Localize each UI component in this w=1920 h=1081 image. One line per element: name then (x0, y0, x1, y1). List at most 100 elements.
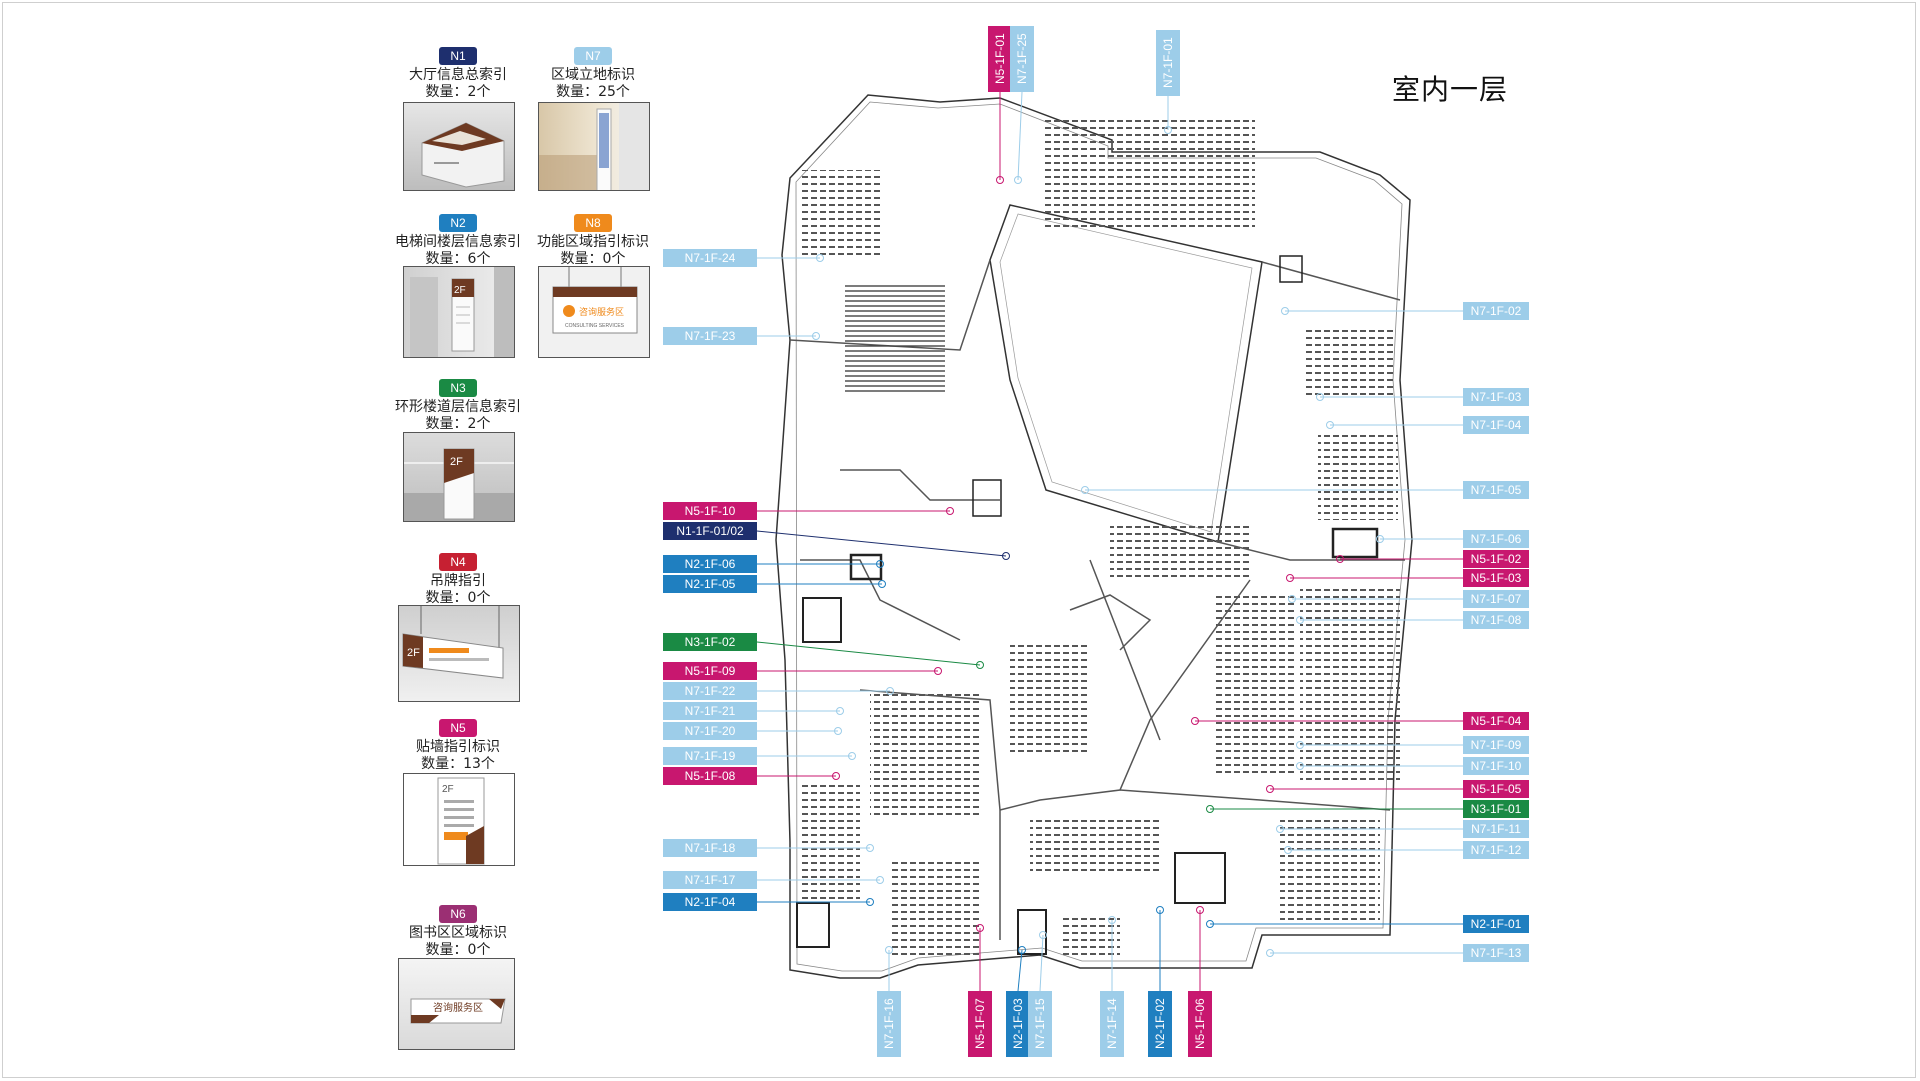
sign-tag-n7-1f-10[interactable]: N7-1F-10 (1463, 757, 1529, 775)
stair-w1 (849, 553, 883, 581)
sign-tag-n7-1f-15[interactable]: N7-1F-15 (1028, 991, 1052, 1057)
legend-qty-n6: 数量：0个 (425, 942, 491, 958)
legend-item-n7: N7 区域立地标识 数量：25个 (523, 45, 663, 100)
sign-location-marker (1288, 595, 1296, 603)
sign-tag-n2-1f-03[interactable]: N2-1F-03 (1006, 991, 1030, 1057)
sign-tag-n5-1f-06[interactable]: N5-1F-06 (1188, 991, 1212, 1057)
sign-location-marker (816, 254, 824, 262)
legend-item-n2: N2 电梯间楼层信息索引 数量：6个 (388, 212, 528, 267)
west-reading (870, 690, 980, 820)
sign-tag-n7-1f-08[interactable]: N7-1F-08 (1463, 611, 1529, 629)
sign-tag-n7-1f-21[interactable]: N7-1F-21 (663, 702, 757, 720)
thumb-n5-drawing: 2F (437, 777, 485, 865)
sign-location-marker (1281, 307, 1289, 315)
sign-tag-n7-1f-19[interactable]: N7-1F-19 (663, 747, 757, 765)
sign-tag-n7-1f-03[interactable]: N7-1F-03 (1463, 388, 1529, 406)
sign-location-marker (1296, 762, 1304, 770)
wall-south-2 (1119, 789, 1391, 811)
sign-tag-n7-1f-05[interactable]: N7-1F-05 (1463, 481, 1529, 499)
sign-tag-n7-1f-06[interactable]: N7-1F-06 (1463, 530, 1529, 548)
sign-tag-n5-1f-01[interactable]: N5-1F-01 (988, 26, 1012, 92)
sign-location-marker (1018, 946, 1026, 954)
sign-tag-n7-1f-09[interactable]: N7-1F-09 (1463, 736, 1529, 754)
legend-name-n8: 功能区域指引标识 (537, 234, 649, 250)
sign-tag-n5-1f-08[interactable]: N5-1F-08 (663, 767, 757, 785)
sign-tag-n2-1f-06[interactable]: N2-1F-06 (663, 555, 757, 573)
sign-tag-n7-1f-12[interactable]: N7-1F-12 (1463, 841, 1529, 859)
nw-rooms (800, 170, 880, 260)
sign-location-marker (878, 580, 886, 588)
sign-tag-n7-1f-22[interactable]: N7-1F-22 (663, 682, 757, 700)
sign-location-marker (1156, 906, 1164, 914)
sign-location-marker (1296, 616, 1304, 624)
sign-tag-n7-1f-24[interactable]: N7-1F-24 (663, 249, 757, 267)
sign-tag-n7-1f-25[interactable]: N7-1F-25 (1010, 26, 1034, 92)
legend-badge-n8: N8 (574, 214, 612, 232)
sign-tag-n5-1f-04[interactable]: N5-1F-04 (1463, 712, 1529, 730)
sign-tag-n5-1f-07[interactable]: N5-1F-07 (968, 991, 992, 1057)
sign-location-marker (1108, 916, 1116, 924)
thumb-n3-floor-label: 2F (450, 456, 463, 468)
sign-tag-n3-1f-01[interactable]: N3-1F-01 (1463, 800, 1529, 818)
sign-tag-n7-1f-16[interactable]: N7-1F-16 (877, 991, 901, 1057)
sign-location-marker (976, 924, 984, 932)
legend-item-n3: N3 环形楼道层信息索引 数量：2个 (388, 377, 528, 432)
thumb-n5-floor-label: 2F (442, 784, 454, 795)
sign-tag-n2-1f-02[interactable]: N2-1F-02 (1148, 991, 1172, 1057)
thumb-n1-lobby-index (403, 102, 515, 191)
legend-name-n2: 电梯间楼层信息索引 (395, 234, 521, 250)
sign-tag-n5-1f-09[interactable]: N5-1F-09 (663, 662, 757, 680)
sw-reading (890, 860, 980, 955)
legend-item-n6: N6 图书区区域标识 数量：0个 (388, 903, 528, 958)
sign-location-marker (1206, 920, 1214, 928)
sign-tag-n5-1f-03[interactable]: N5-1F-03 (1463, 569, 1529, 587)
legend-name-n5: 贴墙指引标识 (416, 739, 500, 755)
sign-tag-n2-1f-04[interactable]: N2-1F-04 (663, 893, 757, 911)
east-desks (1318, 430, 1398, 520)
sign-tag-n7-1f-14[interactable]: N7-1F-14 (1100, 991, 1124, 1057)
sign-location-marker (1316, 393, 1324, 401)
sign-tag-n7-1f-20[interactable]: N7-1F-20 (663, 722, 757, 740)
sign-location-marker (1326, 421, 1334, 429)
sign-location-marker (976, 661, 984, 669)
sign-tag-n7-1f-13[interactable]: N7-1F-13 (1463, 944, 1529, 962)
legend-badge-n5: N5 (439, 719, 477, 737)
sign-tag-n7-1f-18[interactable]: N7-1F-18 (663, 839, 757, 857)
legend-name-n3: 环形楼道层信息索引 (395, 399, 521, 415)
west-rooms (800, 780, 860, 900)
thumb-n4-hanging-sign: 2F (398, 605, 520, 702)
sign-tag-n5-1f-05[interactable]: N5-1F-05 (1463, 780, 1529, 798)
sign-location-marker (934, 667, 942, 675)
mid-stacks (1215, 595, 1295, 775)
ne-desks (1305, 325, 1395, 395)
sign-tag-n7-1f-01[interactable]: N7-1F-01 (1156, 30, 1180, 96)
sign-tag-n7-1f-11[interactable]: N7-1F-11 (1463, 820, 1529, 838)
leader-line (1039, 934, 1044, 992)
sign-location-marker (812, 332, 820, 340)
sign-tag-n1-1f-01-02[interactable]: N1-1F-01/02 (663, 522, 757, 540)
legend-name-n7: 区域立地标识 (551, 67, 635, 83)
sign-location-marker (876, 560, 884, 568)
sign-tag-n7-1f-02[interactable]: N7-1F-02 (1463, 302, 1529, 320)
thumb-n8-function-sign: 咨询服务区 CONSULTING SERVICES (538, 266, 650, 358)
sign-tag-n5-1f-02[interactable]: N5-1F-02 (1463, 550, 1529, 568)
east-stacks (1300, 585, 1400, 785)
sign-tag-n7-1f-23[interactable]: N7-1F-23 (663, 327, 757, 345)
sign-location-marker (1206, 805, 1214, 813)
sign-location-marker (1002, 552, 1010, 560)
legend-item-n1: N1 大厅信息总索引 数量：2个 (388, 45, 528, 100)
legend-badge-n2: N2 (439, 214, 477, 232)
sign-tag-n7-1f-17[interactable]: N7-1F-17 (663, 871, 757, 889)
sign-location-marker (832, 772, 840, 780)
sign-location-marker (834, 727, 842, 735)
sign-tag-n2-1f-01[interactable]: N2-1F-01 (1463, 915, 1529, 933)
legend-qty-n7: 数量：25个 (556, 84, 630, 100)
sign-location-marker (1376, 535, 1384, 543)
sign-tag-n5-1f-10[interactable]: N5-1F-10 (663, 502, 757, 520)
leader-line (1017, 949, 1023, 992)
sign-tag-n2-1f-05[interactable]: N2-1F-05 (663, 575, 757, 593)
sign-tag-n3-1f-02[interactable]: N3-1F-02 (663, 633, 757, 651)
sign-tag-n7-1f-07[interactable]: N7-1F-07 (1463, 590, 1529, 608)
sign-tag-n7-1f-04[interactable]: N7-1F-04 (1463, 416, 1529, 434)
